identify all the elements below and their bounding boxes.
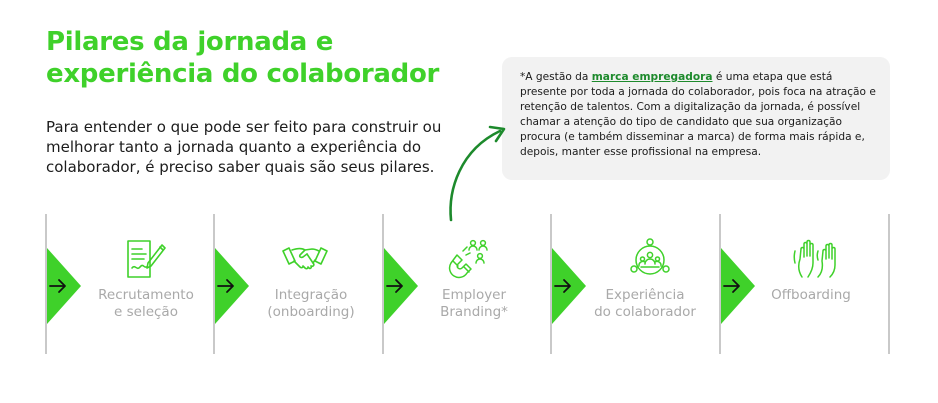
pillar-label-line-1: Employer (441, 287, 507, 303)
pillar-divider (550, 214, 552, 354)
chevron-arrow-icon (552, 248, 586, 324)
pillar-label-employer-branding: Employer Branding* (399, 287, 549, 321)
employer-branding-note: *A gestão da marca empregadora é uma eta… (502, 57, 890, 180)
pillar-label-line-1: Offboarding (771, 287, 851, 303)
pillar-label-recrutamento: Recrutamento e seleção (71, 287, 221, 321)
note-prefix: *A gestão da (520, 71, 592, 83)
pillar-label-line-2: e seleção (114, 304, 178, 320)
pillar-label-line-1: Experiência (605, 287, 685, 303)
chevron-arrow-icon (384, 248, 418, 324)
pillar-label-offboarding: Offboarding (736, 287, 886, 304)
pillar-label-line-2: Branding* (440, 304, 508, 320)
pillar-label-line-1: Integração (274, 287, 348, 303)
page-title: Pilares da jornada e experiência do cola… (46, 26, 466, 90)
curved-arrow-icon (449, 125, 506, 222)
intro-paragraph: Para entender o que pode ser feito para … (46, 118, 442, 176)
chevron-arrow-icon (47, 248, 81, 324)
pillar-divider (382, 214, 384, 354)
handshake-icon (282, 247, 328, 270)
pillar-label-line-2: (onboarding) (267, 304, 355, 320)
pillar-label-line-2: do colaborador (594, 304, 696, 320)
note-suffix: é uma etapa que está presente por toda a… (520, 71, 876, 159)
pillar-divider (213, 214, 215, 354)
document-signature-icon (127, 240, 166, 278)
page-title-line-1: Pilares da jornada e (46, 27, 334, 57)
page-title-line-2: experiência do colaborador (46, 59, 440, 89)
pillar-divider (45, 214, 47, 354)
pillar-divider (888, 214, 890, 354)
team-network-icon (630, 238, 670, 275)
chevron-arrow-icon (721, 248, 755, 324)
employer-brand-link[interactable]: marca empregadora (591, 71, 713, 83)
pillar-label-integracao: Integração (onboarding) (236, 287, 386, 321)
waving-hands-icon (793, 239, 836, 278)
pillar-divider (719, 214, 721, 354)
pillar-label-experiencia: Experiência do colaborador (570, 287, 720, 321)
pillar-label-line-1: Recrutamento (98, 287, 194, 303)
magnet-people-icon (448, 239, 488, 279)
chevron-arrow-icon (215, 248, 249, 324)
